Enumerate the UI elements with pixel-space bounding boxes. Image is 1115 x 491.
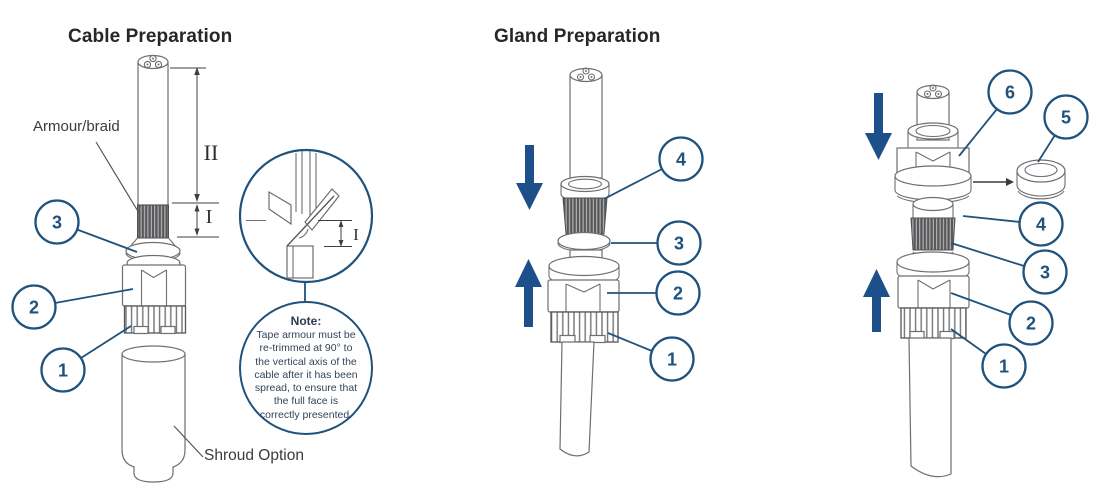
callout-1-leader bbox=[607, 332, 653, 352]
callout-4: 4 bbox=[658, 136, 704, 182]
shroud-option-label: Shroud Option bbox=[204, 447, 304, 464]
gland-prep-illustration: 4 3 2 1 bbox=[515, 67, 704, 457]
armour-seal-ring bbox=[910, 196, 956, 257]
gland-preparation-title: Gland Preparation bbox=[494, 26, 661, 47]
entry-component bbox=[894, 122, 972, 204]
locknut bbox=[550, 311, 619, 344]
cable-lower bbox=[559, 341, 595, 457]
dimension-II: II bbox=[170, 67, 219, 204]
callout-3: 3 bbox=[656, 220, 702, 266]
callout-2-leader bbox=[950, 292, 1012, 316]
callout-5-leader bbox=[1037, 134, 1056, 163]
callout-1-leader bbox=[80, 325, 132, 359]
svg-text:1: 1 bbox=[999, 356, 1009, 376]
detail-dim-label: I bbox=[353, 225, 359, 244]
cable bbox=[137, 54, 169, 206]
callout-4-leader bbox=[603, 168, 663, 200]
down-arrow-icon bbox=[865, 93, 892, 160]
armour-seal-ring bbox=[562, 197, 608, 235]
callout-1: 1 bbox=[40, 347, 86, 393]
spread-armour-left bbox=[268, 190, 292, 226]
callout-4: 4 bbox=[1018, 201, 1064, 247]
callout-3: 3 bbox=[1022, 249, 1068, 295]
gland-body bbox=[121, 254, 187, 307]
washer-component bbox=[1016, 159, 1066, 200]
svg-text:6: 6 bbox=[1005, 82, 1015, 102]
svg-text:1: 1 bbox=[667, 349, 677, 369]
callout-5: 5 bbox=[1043, 94, 1089, 140]
armour-braid-section bbox=[137, 204, 169, 239]
detail-dimension-I: I bbox=[318, 220, 359, 247]
down-arrow-icon bbox=[516, 145, 543, 210]
note-bubble: Note: Tape armour must be re-trimmed at … bbox=[239, 301, 373, 435]
svg-text:2: 2 bbox=[29, 297, 39, 317]
cable-lower bbox=[908, 337, 952, 478]
dim-II-label: II bbox=[204, 140, 219, 165]
callout-2: 2 bbox=[11, 284, 57, 330]
armour-braid-leader bbox=[95, 141, 140, 214]
cable-preparation-title: Cable Preparation bbox=[68, 26, 233, 47]
callout-1: 1 bbox=[649, 336, 695, 382]
note-body: Tape armour must be re-trimmed at 90° to… bbox=[254, 329, 358, 421]
callout-3-leader bbox=[76, 228, 138, 253]
assembly-illustration: 6 5 4 3 2 1 bbox=[863, 69, 1089, 478]
up-arrow-icon bbox=[515, 259, 542, 327]
svg-text:2: 2 bbox=[673, 283, 683, 303]
up-arrow-icon bbox=[863, 269, 890, 332]
cable-prep-illustration: II I 3 2 bbox=[11, 54, 374, 483]
gland-body bbox=[896, 251, 970, 309]
note-heading: Note: bbox=[290, 314, 322, 329]
callout-6-leader bbox=[958, 108, 998, 157]
callout-6: 6 bbox=[987, 69, 1033, 115]
dimension-I: I bbox=[177, 204, 219, 238]
gland-body bbox=[547, 255, 620, 313]
pointer-arrow-icon bbox=[973, 178, 1014, 186]
shroud bbox=[121, 345, 186, 483]
dim-I-label: I bbox=[206, 206, 213, 228]
callout-3-leader bbox=[950, 242, 1025, 267]
cable bbox=[916, 84, 950, 141]
callout-4-leader bbox=[962, 215, 1021, 223]
armour-braid-label: Armour/braid bbox=[33, 118, 120, 135]
locknut bbox=[900, 307, 967, 340]
svg-text:5: 5 bbox=[1061, 107, 1071, 127]
svg-text:4: 4 bbox=[676, 149, 686, 169]
cable bbox=[569, 67, 603, 179]
callout-2-leader bbox=[54, 288, 134, 304]
shroud-leader bbox=[173, 425, 204, 458]
callout-2: 2 bbox=[1008, 300, 1054, 346]
callout-2: 2 bbox=[655, 270, 701, 316]
callout-1: 1 bbox=[981, 343, 1027, 389]
svg-text:3: 3 bbox=[1040, 262, 1050, 282]
locknut bbox=[123, 305, 187, 335]
svg-text:2: 2 bbox=[1026, 313, 1036, 333]
svg-text:3: 3 bbox=[674, 233, 684, 253]
svg-text:4: 4 bbox=[1036, 214, 1046, 234]
svg-text:1: 1 bbox=[58, 360, 68, 380]
svg-text:3: 3 bbox=[52, 212, 62, 232]
washer-ring bbox=[557, 231, 611, 253]
callout-1-leader bbox=[950, 328, 987, 355]
callout-3: 3 bbox=[34, 199, 80, 245]
magnifier-detail-circle: I bbox=[238, 148, 374, 284]
